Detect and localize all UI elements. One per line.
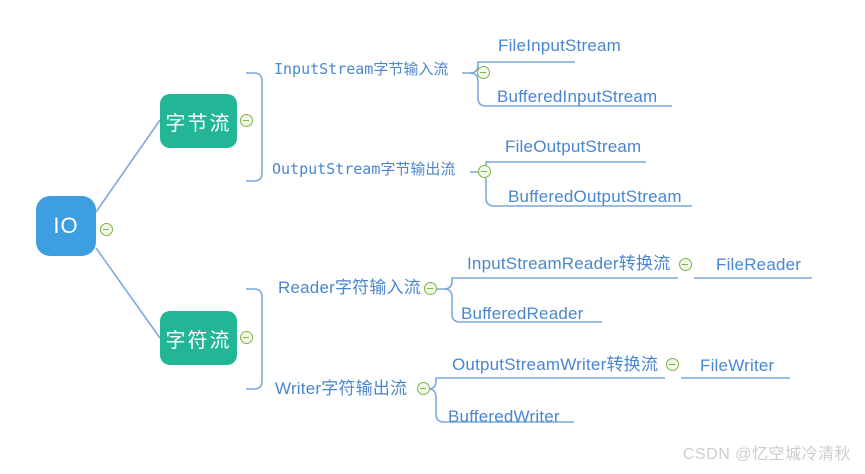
leaf-label-filereader[interactable]: FileReader	[716, 255, 802, 274]
category-node-label: 字符流	[165, 329, 232, 352]
toggle-reader[interactable]	[424, 282, 437, 295]
toggle-writer[interactable]	[417, 382, 430, 395]
edge-writer-osw	[420, 377, 665, 390]
leaf-label-bufferedinputstream[interactable]: BufferedInputStream	[497, 87, 658, 106]
edge-reader-isr	[436, 277, 678, 290]
edge-reader-buffered	[443, 288, 602, 323]
toggle-outputstream[interactable]	[478, 165, 491, 178]
bracket-byte-stream	[246, 72, 263, 182]
leaf-label-fileoutputstream[interactable]: FileOutputStream	[505, 137, 642, 156]
edge-inputstream-buffered	[469, 72, 672, 107]
edge-outputstream-file	[470, 161, 646, 173]
category-node-byte-stream[interactable]: 字节流	[160, 94, 237, 148]
watermark: CSDN @忆空城冷清秋	[682, 446, 851, 463]
toggle-char-stream[interactable]	[240, 331, 253, 344]
bracket-char-stream	[246, 288, 263, 390]
toggle-inputstreamreader[interactable]	[679, 258, 692, 271]
edge-root-to-byte	[95, 119, 161, 213]
category-node-char-stream[interactable]: 字符流	[160, 311, 237, 365]
edge-writer-buffered	[427, 388, 574, 423]
toggle-inputstream[interactable]	[477, 66, 490, 79]
leaf-label-inputstreamreader[interactable]: InputStreamReader转换流	[467, 254, 671, 273]
leaf-label-outputstreamwriter[interactable]: OutputStreamWriter转换流	[452, 355, 659, 374]
leaf-label-filewriter[interactable]: FileWriter	[700, 356, 775, 375]
toggle-outputstreamwriter[interactable]	[666, 358, 679, 371]
toggle-root[interactable]	[100, 223, 113, 236]
leaf-label-bufferedoutputstream[interactable]: BufferedOutputStream	[508, 187, 682, 206]
branch-label-reader[interactable]: Reader字符输入流	[278, 278, 421, 297]
root-node-label: IO	[53, 213, 79, 238]
leaf-label-fileinputstream[interactable]: FileInputStream	[498, 36, 621, 55]
toggle-byte-stream[interactable]	[240, 114, 253, 127]
branch-label-writer[interactable]: Writer字符输出流	[275, 379, 408, 398]
branch-label-inputstream[interactable]: InputStream字节输入流	[274, 60, 449, 78]
leaf-label-bufferedwriter[interactable]: BufferedWriter	[448, 407, 560, 426]
category-node-label: 字节流	[165, 112, 232, 135]
root-node-io[interactable]: IO	[36, 196, 96, 256]
leaf-label-bufferedreader[interactable]: BufferedReader	[461, 304, 584, 323]
edge-root-to-char	[95, 247, 161, 339]
branch-label-outputstream[interactable]: OutputStream字节输出流	[272, 160, 456, 178]
